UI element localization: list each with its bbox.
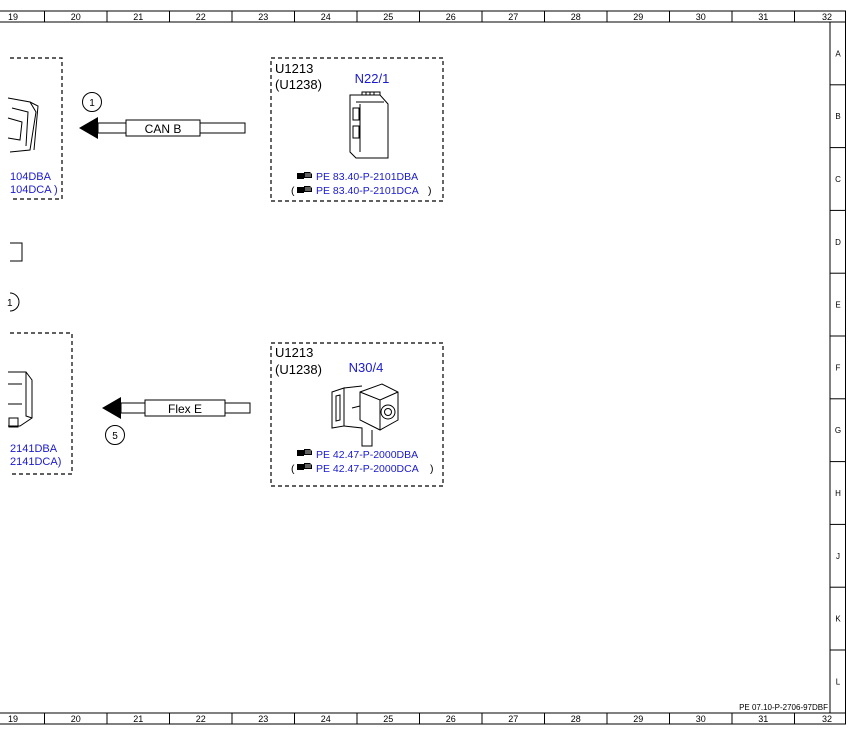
component-id: U1213	[275, 61, 313, 76]
column-label: 23	[258, 12, 268, 22]
component-n30-4: U1213 (U1238) N30/4 PE 42.47-P-2000DBA (…	[270, 342, 444, 487]
row-label: J	[836, 552, 840, 561]
pointing-hand-icon	[296, 185, 313, 194]
flex-e-bus: Flex E 5	[102, 397, 251, 445]
row-label: E	[835, 301, 840, 310]
component-ref-1-row: PE 42.47-P-2000DBA	[296, 448, 418, 461]
column-label: 29	[633, 12, 643, 22]
component-id: U1213	[275, 345, 313, 360]
row-label: D	[835, 238, 841, 247]
left-connector-stub	[10, 242, 23, 262]
column-label: 29	[633, 714, 643, 724]
component-ref-2-row: ( PE 42.47-P-2000DCA )	[291, 462, 434, 475]
column-label: 27	[508, 714, 518, 724]
ref-open-paren: (	[291, 463, 295, 475]
component-code[interactable]: N22/1	[355, 71, 390, 86]
column-label: 20	[71, 714, 81, 724]
column-label: 31	[758, 12, 768, 22]
sheet-frame	[0, 10, 846, 725]
abs-unit-icon	[331, 383, 399, 447]
column-label: 24	[321, 12, 331, 22]
column-label: 30	[696, 12, 706, 22]
ref-close-paren: )	[430, 463, 434, 475]
column-label: 21	[133, 714, 143, 724]
row-label: A	[835, 49, 841, 58]
column-label: 23	[258, 714, 268, 724]
row-label: G	[835, 426, 841, 435]
column-label: 27	[508, 12, 518, 22]
component-id-alt: (U1238)	[275, 362, 322, 377]
component-ref-2[interactable]: PE 83.40-P-2101DCA	[316, 185, 419, 197]
flex-e-marker: 5	[112, 431, 118, 442]
column-label: 26	[446, 714, 456, 724]
column-label: 32	[822, 12, 832, 22]
bottom-column-ruler: 19 20 21 22 23 24 25 26 27 28 29 30 31 32	[8, 713, 832, 724]
control-unit-icon	[349, 91, 389, 159]
ref-close-paren: )	[428, 185, 432, 197]
column-label: 28	[571, 714, 581, 724]
ref-open-paren: (	[291, 185, 295, 197]
pointing-hand-icon	[296, 448, 313, 457]
column-label: 25	[383, 714, 393, 724]
component-ref-1[interactable]: PE 42.47-P-2000DBA	[316, 449, 418, 461]
left-marker-label: 1	[7, 298, 13, 309]
component-ref-2[interactable]: PE 42.47-P-2000DCA	[316, 463, 419, 475]
left-partial-component-top: 104DBA 104DCA )	[7, 57, 63, 200]
flex-e-label: Flex E	[168, 402, 202, 416]
column-label: 25	[383, 12, 393, 22]
partial-module-icon-2	[8, 371, 33, 428]
can-b-bus: 1 CAN B	[79, 92, 246, 139]
document-reference: PE 07.10-P-2706-97DBF	[739, 703, 828, 712]
column-label: 22	[196, 714, 206, 724]
column-label: 28	[571, 12, 581, 22]
component-ref-1[interactable]: PE 83.40-P-2101DBA	[316, 171, 418, 183]
component-n22-1: U1213 (U1238) N22/1 PE 83.40-P-2101DBA (…	[270, 57, 444, 202]
row-label: H	[835, 489, 841, 498]
column-label: 19	[8, 714, 18, 724]
right-row-ruler: A B C D E F G H J K L	[830, 49, 846, 686]
component-id-alt: (U1238)	[275, 77, 322, 92]
can-b-marker: 1	[89, 98, 95, 109]
column-label: 22	[196, 12, 206, 22]
component-ref-2-row: ( PE 83.40-P-2101DCA )	[291, 185, 432, 197]
left-top-ref-1[interactable]: 104DBA	[10, 171, 52, 183]
pointing-hand-icon	[296, 462, 313, 471]
pointing-hand-icon	[296, 171, 313, 180]
partial-module-icon	[7, 97, 39, 153]
column-label: 31	[758, 714, 768, 724]
component-ref-1-row: PE 83.40-P-2101DBA	[296, 171, 418, 183]
left-bottom-ref-1[interactable]: 2141DBA	[10, 443, 58, 455]
row-label: C	[835, 175, 841, 184]
column-label: 26	[446, 12, 456, 22]
left-top-ref-2[interactable]: 104DCA )	[10, 184, 58, 196]
row-label: L	[836, 677, 841, 686]
left-marker-circle: 1	[7, 292, 20, 312]
can-b-label: CAN B	[145, 122, 182, 136]
column-label: 30	[696, 714, 706, 724]
left-bottom-ref-2[interactable]: 2141DCA)	[10, 456, 61, 468]
row-label: F	[836, 363, 841, 372]
column-label: 32	[822, 714, 832, 724]
column-label: 19	[8, 12, 18, 22]
left-partial-component-bottom: 2141DBA 2141DCA)	[8, 332, 73, 475]
column-label: 21	[133, 12, 143, 22]
column-label: 20	[71, 12, 81, 22]
component-code[interactable]: N30/4	[349, 360, 384, 375]
row-label: K	[835, 615, 841, 624]
top-column-ruler: 19 20 21 22 23 24 25 26 27 28 29 30 31 32	[8, 11, 832, 22]
row-label: B	[835, 112, 840, 121]
column-label: 24	[321, 714, 331, 724]
